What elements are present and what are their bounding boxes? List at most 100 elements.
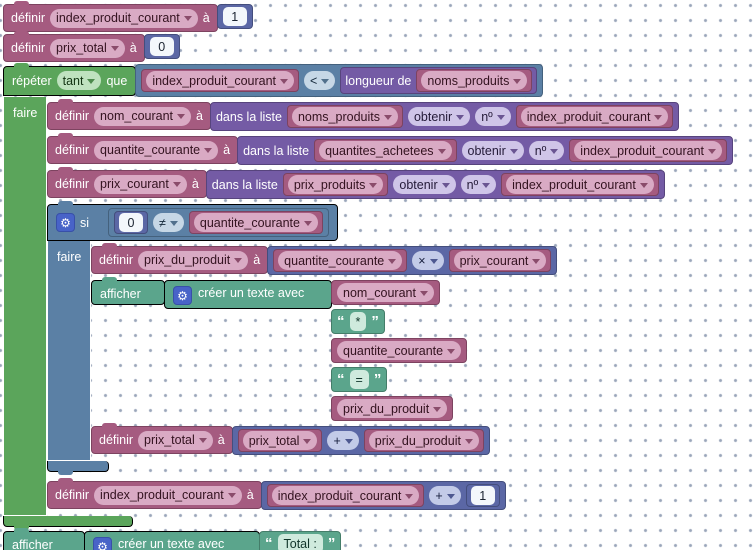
number-field[interactable]: 0 xyxy=(119,213,144,232)
repeat-while-block[interactable]: répéter tant que index_produit_courant xyxy=(3,62,733,530)
variables-set-block[interactable]: définir prix_total à xyxy=(91,423,233,454)
index-mode-dropdown[interactable]: nº xyxy=(528,141,565,160)
variables-set-block[interactable]: définir index_produit_courant à xyxy=(3,1,218,32)
open-quote-icon: “ xyxy=(265,534,273,550)
list-length-block[interactable]: longueur de noms_produits xyxy=(340,67,538,94)
dropdown-arrow-icon xyxy=(344,438,353,444)
text-string-block[interactable]: “ = ” xyxy=(331,367,388,392)
variables-set-block[interactable]: définir quantite_courante à xyxy=(47,133,239,164)
if-block[interactable]: ⚙ si 0 ≠ xyxy=(47,201,558,475)
mutator-gear-icon[interactable]: ⚙ xyxy=(93,537,112,550)
addition-block[interactable]: prix_total + xyxy=(231,426,490,455)
variable-get-block[interactable]: quantite_courante xyxy=(273,249,408,272)
mutator-gear-icon[interactable]: ⚙ xyxy=(173,286,192,305)
number-field[interactable]: 1 xyxy=(222,7,247,26)
variable-get-block[interactable]: noms_produits xyxy=(286,105,403,128)
comparison-operator-dropdown[interactable]: < xyxy=(304,71,336,90)
variable-dropdown[interactable]: nom_courant xyxy=(94,106,192,126)
variable-dropdown[interactable]: prix_courant xyxy=(453,251,547,270)
variables-set-block[interactable]: définir prix_du_produit à xyxy=(91,243,269,274)
text-field[interactable]: = xyxy=(349,370,369,389)
number-field[interactable]: 1 xyxy=(470,486,495,505)
comparison-operator-dropdown[interactable]: ≠ xyxy=(153,213,184,232)
variables-set-block[interactable]: définir index_produit_courant à xyxy=(47,478,262,509)
comparison-block[interactable]: 0 ≠ quantite_courante xyxy=(108,208,329,237)
variable-dropdown[interactable]: index_produit_courant xyxy=(94,485,242,505)
variable-dropdown[interactable]: prix_produits xyxy=(287,175,384,194)
variable-get-block[interactable]: prix_produits xyxy=(282,173,389,196)
number-block[interactable]: 1 xyxy=(465,484,500,507)
get-mode-dropdown[interactable]: obtenir xyxy=(461,141,524,160)
text-string-block[interactable]: “ * ” xyxy=(331,309,385,334)
math-operator-dropdown[interactable]: + xyxy=(429,486,461,505)
variable-dropdown[interactable]: prix_du_produit xyxy=(368,431,479,450)
mutator-gear-icon[interactable]: ⚙ xyxy=(56,213,75,232)
while-mode-dropdown[interactable]: tant xyxy=(56,71,102,90)
lists-get-index-block[interactable]: dans la liste quantites_achetees obtenir xyxy=(237,136,733,165)
variable-get-block[interactable]: nom_courant xyxy=(331,280,440,305)
comparison-block[interactable]: index_produit_courant < longueur de noms… xyxy=(135,64,544,97)
repeat-while-head[interactable]: répéter tant que xyxy=(3,62,137,96)
variable-dropdown[interactable]: quantite_courante xyxy=(94,140,219,160)
print-block[interactable]: afficher xyxy=(3,528,85,550)
number-block[interactable]: 1 xyxy=(216,4,253,29)
variable-dropdown[interactable]: quantite_courante xyxy=(337,341,462,360)
text-join-block[interactable]: ⚙ créer un texte avec xyxy=(164,280,332,309)
variable-dropdown[interactable]: noms_produits xyxy=(291,107,398,126)
math-operator-dropdown[interactable]: + xyxy=(327,431,359,450)
variable-dropdown[interactable]: index_produit_courant xyxy=(271,486,420,505)
variable-get-block[interactable]: index_produit_courant xyxy=(515,105,674,128)
text-field[interactable]: Total : xyxy=(277,534,323,550)
text-field[interactable]: * xyxy=(349,312,367,331)
variables-set-block[interactable]: définir nom_courant à xyxy=(47,99,211,130)
get-mode-dropdown[interactable]: obtenir xyxy=(393,175,456,194)
variable-dropdown[interactable]: prix_total xyxy=(138,430,213,450)
print-block[interactable]: afficher xyxy=(91,277,165,305)
variable-dropdown[interactable]: prix_du_produit xyxy=(138,250,249,270)
number-block[interactable]: 0 xyxy=(114,211,149,234)
variable-dropdown[interactable]: index_produit_courant xyxy=(520,107,669,126)
text-string-block[interactable]: “ Total : ” xyxy=(259,531,342,550)
variable-get-block[interactable]: prix_total xyxy=(237,429,323,452)
variable-get-block[interactable]: prix_courant xyxy=(448,249,552,272)
text-join-block[interactable]: ⚙ créer un texte avec xyxy=(84,531,260,550)
dropdown-arrow-icon xyxy=(496,114,505,120)
variable-get-block[interactable]: prix_du_produit xyxy=(331,396,454,421)
variables-set-block[interactable]: définir prix_total à xyxy=(3,31,145,62)
variable-dropdown[interactable]: prix_du_produit xyxy=(337,399,448,418)
number-field[interactable]: 0 xyxy=(149,37,174,56)
variable-get-block[interactable]: index_produit_courant xyxy=(266,484,425,507)
variable-dropdown[interactable]: index_produit_courant xyxy=(506,175,654,194)
variable-get-block[interactable]: quantite_courante xyxy=(188,211,323,234)
variable-dropdown[interactable]: quantites_achetees xyxy=(319,141,452,160)
index-mode-dropdown[interactable]: nº xyxy=(475,107,511,126)
index-mode-dropdown[interactable]: nº xyxy=(460,175,497,194)
variable-dropdown[interactable]: quantite_courante xyxy=(193,213,318,232)
variable-get-block[interactable]: index_produit_courant xyxy=(501,173,659,196)
variable-dropdown[interactable]: nom_courant xyxy=(337,283,434,302)
number-block[interactable]: 0 xyxy=(143,34,180,59)
variable-dropdown[interactable]: index_produit_courant xyxy=(50,8,198,28)
variable-dropdown[interactable]: quantite_courante xyxy=(278,251,403,270)
get-mode-dropdown[interactable]: obtenir xyxy=(407,107,471,126)
variables-set-block[interactable]: définir prix_courant à xyxy=(47,167,207,198)
variable-get-block[interactable]: noms_produits xyxy=(416,69,533,92)
variable-dropdown[interactable]: index_produit_courant xyxy=(146,71,295,90)
variable-dropdown[interactable]: noms_produits xyxy=(421,71,528,90)
variable-dropdown[interactable]: prix_courant xyxy=(94,174,187,194)
variable-dropdown[interactable]: prix_total xyxy=(242,431,318,450)
multiplication-block[interactable]: quantite_courante × xyxy=(267,246,558,275)
variable-get-block[interactable]: index_produit_courant xyxy=(569,139,727,162)
variable-get-block[interactable]: prix_du_produit xyxy=(363,429,484,452)
lists-get-index-block[interactable]: dans la liste prix_produits obtenir xyxy=(205,170,665,199)
variable-get-block[interactable]: quantites_achetees xyxy=(314,139,457,162)
variable-get-block[interactable]: index_produit_courant xyxy=(141,69,300,92)
variable-get-block[interactable]: quantite_courante xyxy=(331,338,468,363)
variable-dropdown[interactable]: prix_total xyxy=(50,38,125,58)
if-head[interactable]: ⚙ si 0 ≠ xyxy=(47,201,338,241)
math-operator-dropdown[interactable]: × xyxy=(412,251,444,270)
addition-block[interactable]: index_produit_courant + 1 xyxy=(260,481,506,510)
variable-dropdown[interactable]: index_produit_courant xyxy=(574,141,722,160)
lists-get-index-block[interactable]: dans la liste noms_produits obtenir xyxy=(209,102,680,131)
